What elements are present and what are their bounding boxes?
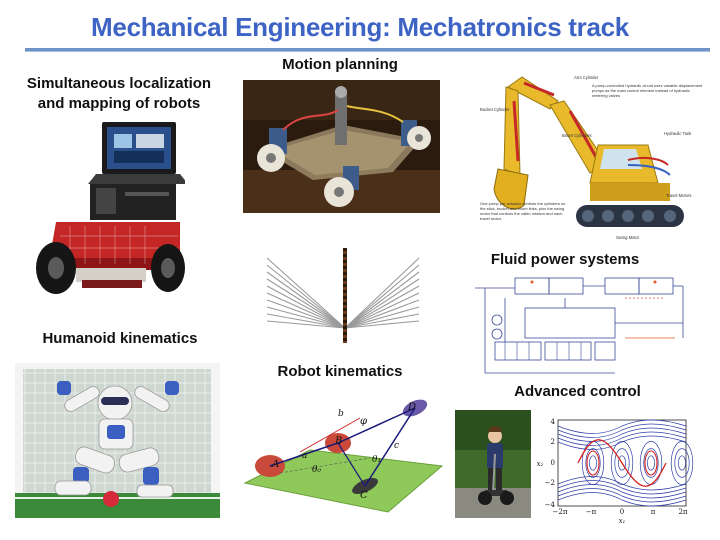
ground-plane: [243, 449, 444, 513]
excavator-bucket: [493, 168, 529, 210]
point-b-label: B: [334, 436, 342, 447]
excavator-note-top: A pump-controlled hydraulic circuit uses…: [592, 83, 703, 98]
y-tick-2: 2: [551, 438, 555, 446]
x-tick-neg2pi: −2π: [553, 508, 568, 516]
point-d-label: D: [407, 402, 416, 413]
segway-wheel: [500, 491, 514, 505]
slide-title: Mechanical Engineering: Mechatronics tra…: [91, 12, 629, 42]
segway-rider-image: [455, 410, 531, 518]
point-c-label: C: [360, 490, 368, 501]
point-a-label: A: [271, 459, 279, 470]
rider-head: [488, 429, 502, 443]
x-tick-pi: π: [651, 508, 656, 516]
robot-body: [48, 222, 180, 268]
callout-hydraulic-tank: Hydraulic Tank: [664, 131, 692, 136]
phase-portrait-plot: 4 2 0 −2 −4 −2π −π 0 π 2π x₁ x₂: [533, 412, 713, 524]
excavator-hydraulics-image: Arm Cylinder Bucket Cylinder Boom Cylind…: [478, 65, 708, 247]
segway-platform: [485, 490, 507, 496]
y-axis-label: x₂: [537, 460, 544, 468]
point-b-small-label: b: [338, 409, 344, 419]
label-slam: Simultaneous localization and mapping of…: [26, 75, 212, 112]
x-tick-0: 0: [620, 508, 624, 516]
callout-swing-motor: Swing Motor: [616, 235, 640, 240]
robot-kinematics-lines-image: [263, 228, 423, 350]
label-humanoid-kinematics: Humanoid kinematics: [42, 330, 198, 347]
segway-wheel: [478, 491, 492, 505]
y-tick-neg2: −2: [545, 479, 555, 487]
label-advanced-control: Advanced control: [514, 383, 641, 400]
callout-arm-cylinder: Arm Cylinder: [574, 75, 599, 80]
soccer-ball: [103, 491, 119, 507]
point-a-small-label: a: [302, 451, 307, 461]
excavator-note-bottom: One pump per actuator controls the cylin…: [480, 201, 566, 221]
x-tick-2pi: 2π: [678, 508, 687, 516]
angle-theta0-label: θ₀: [312, 465, 321, 475]
laptop-keyboard: [88, 174, 185, 184]
trajectory-red: [577, 439, 667, 487]
label-robot-kinematics: Robot kinematics: [277, 363, 403, 380]
title-divider: [25, 48, 710, 51]
point-c-small-label: c: [394, 441, 399, 451]
label-fluid-power: Fluid power systems: [490, 251, 640, 268]
x-axis-label: x₁: [619, 517, 626, 524]
excavator-arm: [507, 76, 559, 110]
x-tick-negpi: −π: [586, 508, 597, 516]
slam-robot-image: [30, 118, 185, 300]
humanoid-robot-image: [15, 363, 220, 518]
callout-travel-motors: Travel Motors: [666, 193, 691, 198]
y-tick-0: 0: [551, 459, 555, 467]
robot-kinematics-diagram: A B C D a b c φ θ₀ θ₁: [240, 388, 450, 518]
angle-theta1-label: θ₁: [372, 455, 381, 465]
callout-bucket-cylinder: Bucket Cylinder: [480, 107, 510, 112]
central-mast: [335, 90, 347, 145]
angle-phi-label: φ: [360, 416, 367, 427]
callout-boom-cylinders: Boom Cylinders: [562, 133, 592, 138]
y-tick-neg4: −4: [545, 501, 556, 509]
nao-robot: [54, 381, 179, 498]
motion-planning-image: [243, 80, 440, 213]
fluid-power-schematic-image: [465, 268, 690, 383]
excavator-stick: [503, 86, 521, 176]
label-motion-planning: Motion planning: [282, 56, 398, 73]
y-tick-4: 4: [551, 418, 556, 426]
